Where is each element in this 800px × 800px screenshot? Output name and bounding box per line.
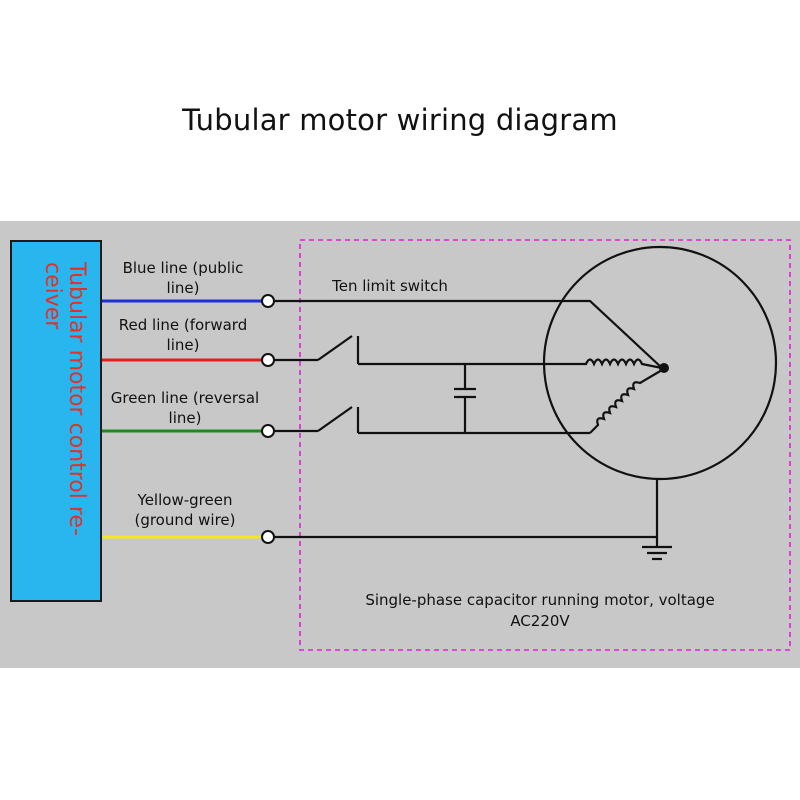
motor-caption: Single-phase capacitor running motor, vo…	[365, 591, 715, 630]
green-line-label: Green line (reversal line)	[110, 389, 260, 427]
forward-limit-switch	[317, 335, 353, 361]
motor-circle	[542, 245, 778, 481]
public-line-conductor	[274, 299, 663, 369]
terminal-red	[261, 353, 275, 367]
page-title: Tubular motor wiring diagram	[182, 103, 618, 137]
limit-switch-label: Ten limit switch	[332, 277, 448, 295]
reversal-limit-switch	[317, 406, 353, 432]
blue-line-label: Blue line (public line)	[122, 259, 244, 297]
winding-reversal	[589, 369, 663, 434]
terminal-blue	[261, 294, 275, 308]
ground-wire-label: Yellow-green (ground wire)	[134, 491, 236, 529]
terminal-ground	[261, 530, 275, 544]
motor-center-node	[659, 363, 669, 373]
motor-enclosure-dashed-border	[299, 239, 791, 651]
diagram-panel	[0, 221, 800, 668]
control-receiver-box	[10, 240, 102, 602]
red-line-label: Red line (forward line)	[118, 316, 248, 354]
control-receiver-label: Tubular motor control re- ceiver	[40, 262, 89, 536]
winding-forward	[582, 358, 663, 370]
